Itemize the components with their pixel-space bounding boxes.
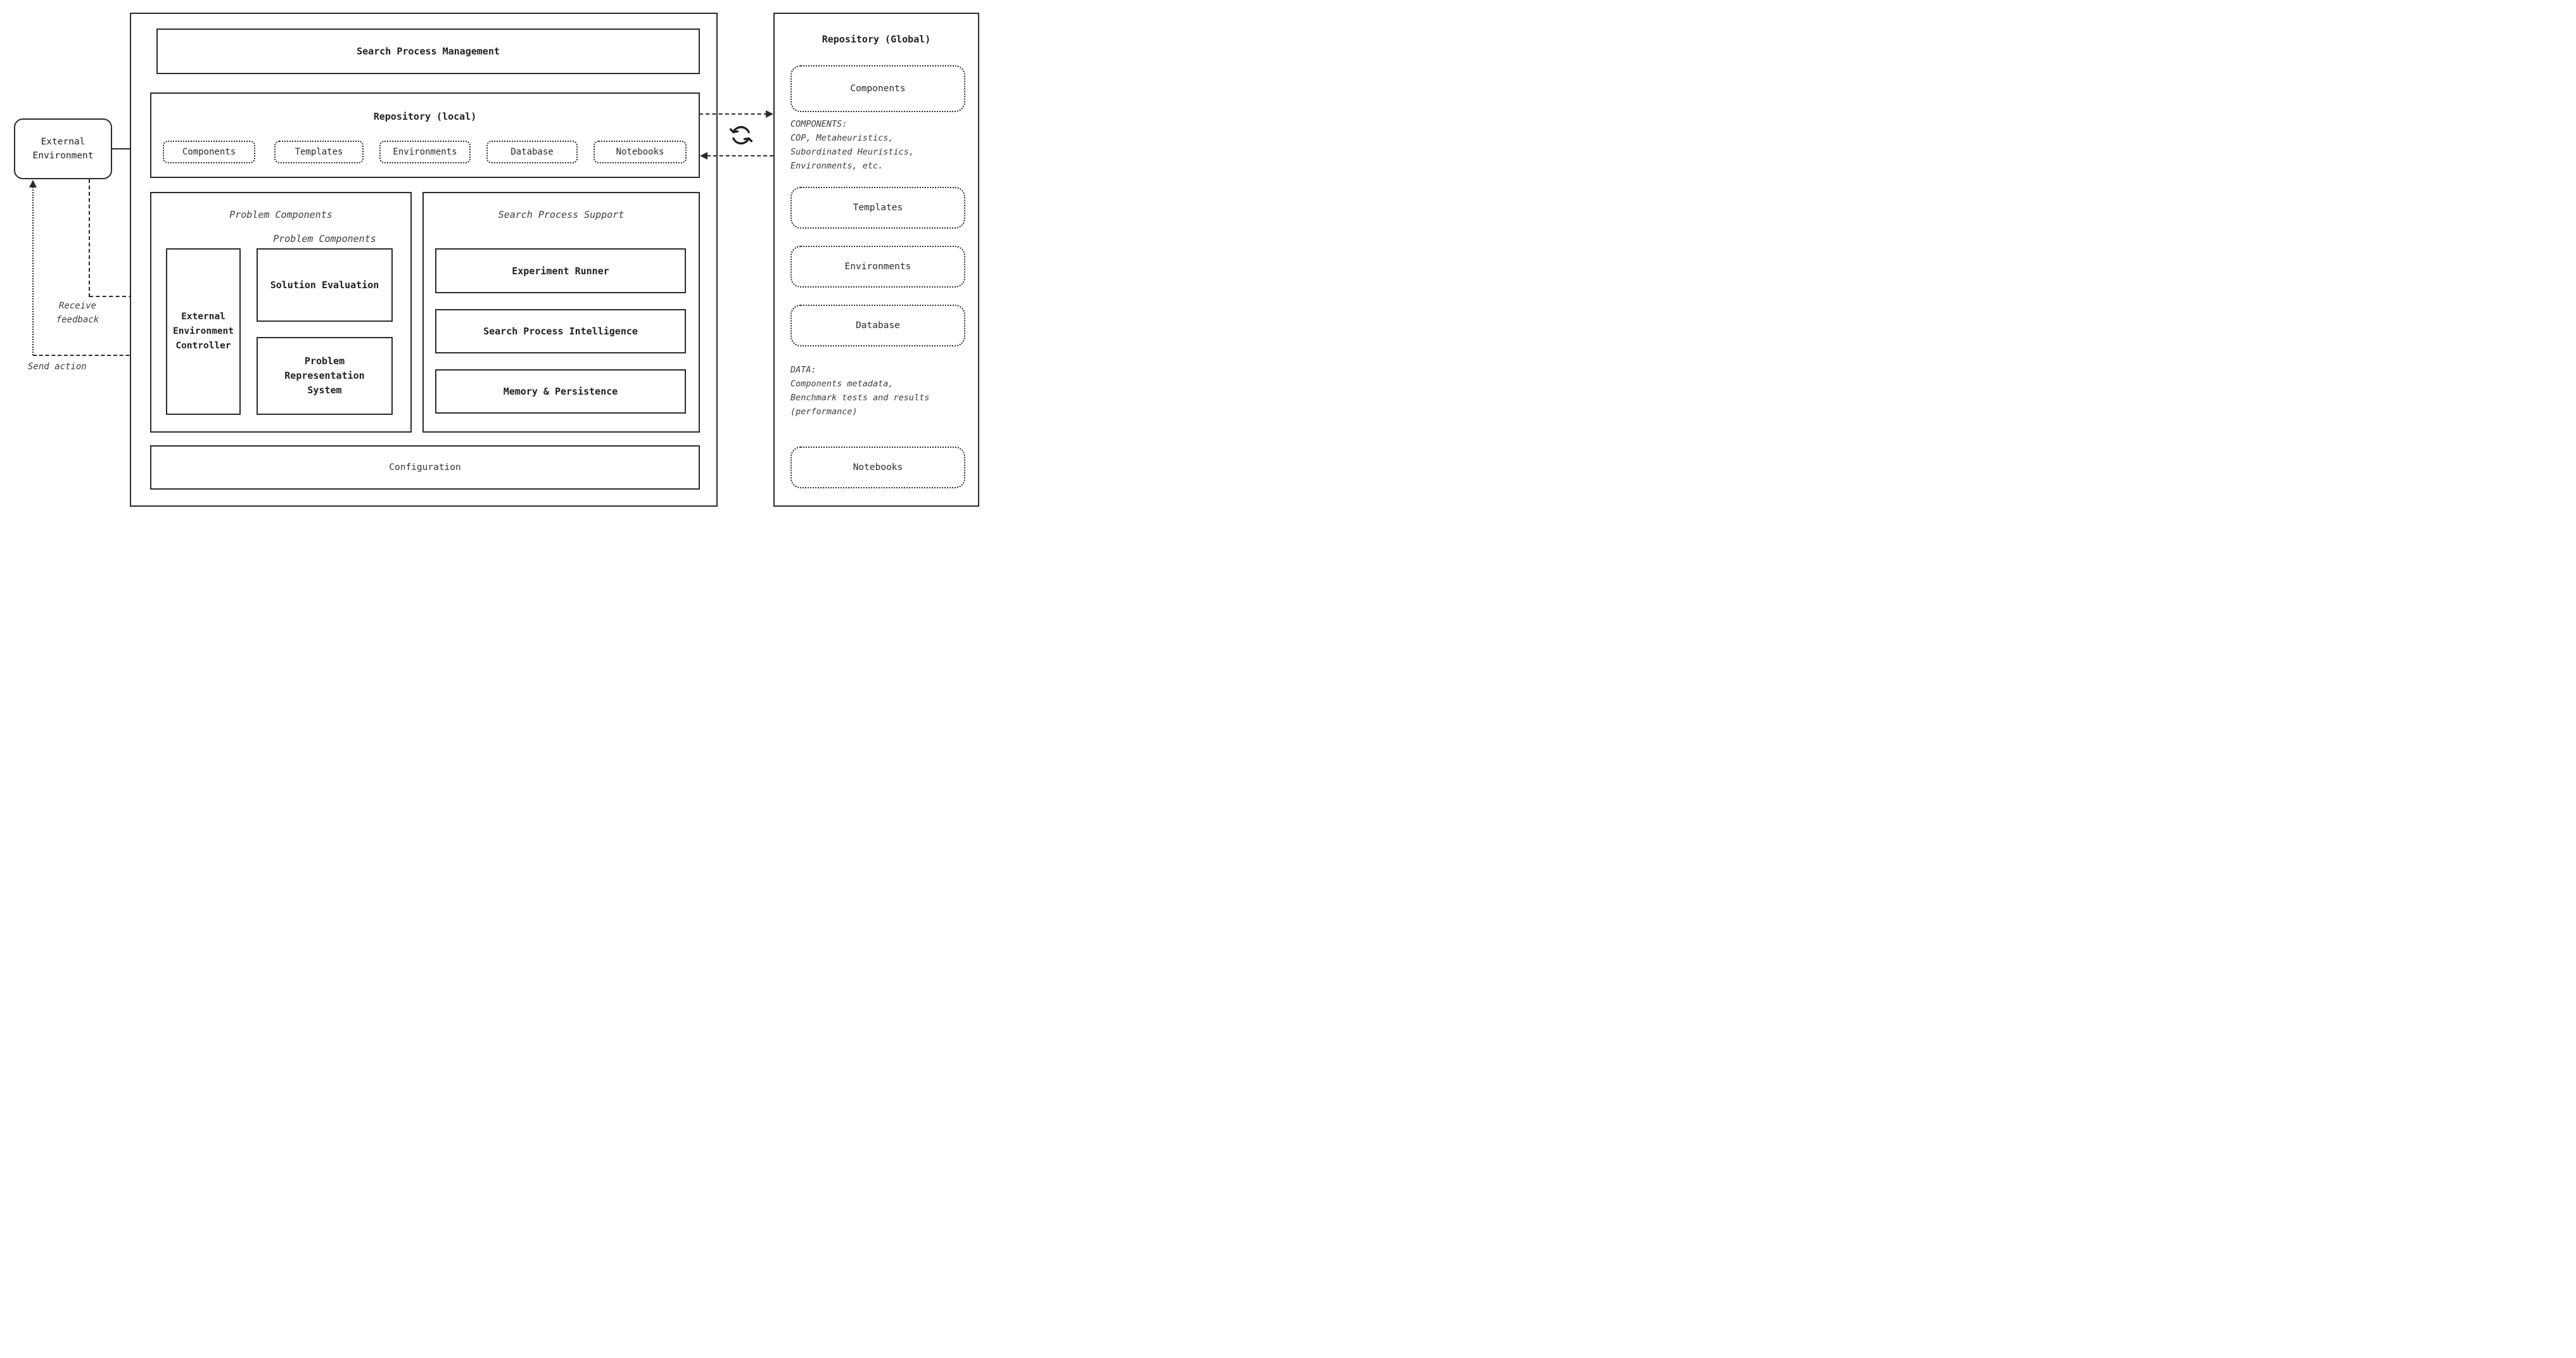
sync-in-dashed-line: [707, 155, 773, 156]
repo-global-chip-environments: Environments: [790, 246, 965, 288]
architecture-diagram: External Environment Receive feedback Se…: [0, 0, 993, 524]
receive-feedback-horizontal-line: [89, 296, 159, 297]
repo-local-chip-environments: Environments: [379, 141, 471, 163]
problem-components-title: Problem Components: [229, 209, 333, 220]
repo-local-chip-notebooks: Notebooks: [593, 141, 687, 163]
external-environment-controller-box: External Environment Controller: [166, 248, 241, 415]
sync-out-arrowhead: [766, 110, 773, 118]
receive-feedback-label: Receive feedback: [56, 301, 99, 325]
repo-global-chip-notebooks: Notebooks: [790, 447, 965, 488]
search-process-intelligence-box: Search Process Intelligence: [435, 309, 686, 353]
problem-representation-system-box: Problem Representation System: [257, 337, 393, 415]
memory-persistence-box: Memory & Persistence: [435, 369, 686, 414]
configuration-box: Configuration: [150, 445, 700, 490]
receive-feedback-vertical-line: [89, 179, 90, 297]
send-action-arrowhead: [29, 180, 37, 187]
circular-arrows-sync-icon: [729, 126, 753, 145]
repo-global-components-note: COMPONENTS: COP, Metaheuristics, Subordi…: [790, 119, 915, 171]
send-action-label: Send action: [28, 362, 87, 372]
send-action-horizontal-line: [33, 355, 167, 356]
repo-local-chip-components: Components: [163, 141, 255, 163]
repo-local-chip-templates: Templates: [274, 141, 364, 163]
repo-global-chip-components: Components: [790, 65, 965, 112]
search-process-management-box: Search Process Management: [156, 29, 700, 74]
repo-global-chip-database: Database: [790, 305, 965, 346]
repository-global-title: Repository (Global): [822, 34, 931, 45]
repository-local-box: [150, 92, 700, 178]
repository-global-panel: [773, 13, 979, 507]
send-action-vertical-line: [32, 187, 34, 355]
repo-global-chip-templates: Templates: [790, 187, 965, 229]
problem-components-inner-label: Problem Components: [273, 233, 376, 244]
repository-local-title: Repository (local): [373, 111, 477, 122]
sync-in-arrowhead: [700, 152, 707, 160]
external-environment-box: External Environment: [14, 118, 112, 179]
solution-evaluation-box: Solution Evaluation: [257, 248, 393, 322]
sync-out-dashed-line: [699, 113, 768, 115]
experiment-runner-box: Experiment Runner: [435, 248, 686, 293]
search-process-support-title: Search Process Support: [498, 209, 625, 220]
repo-global-data-note: DATA: Components metadata, Benchmark tes…: [790, 365, 930, 417]
repo-local-chip-database: Database: [486, 141, 578, 163]
